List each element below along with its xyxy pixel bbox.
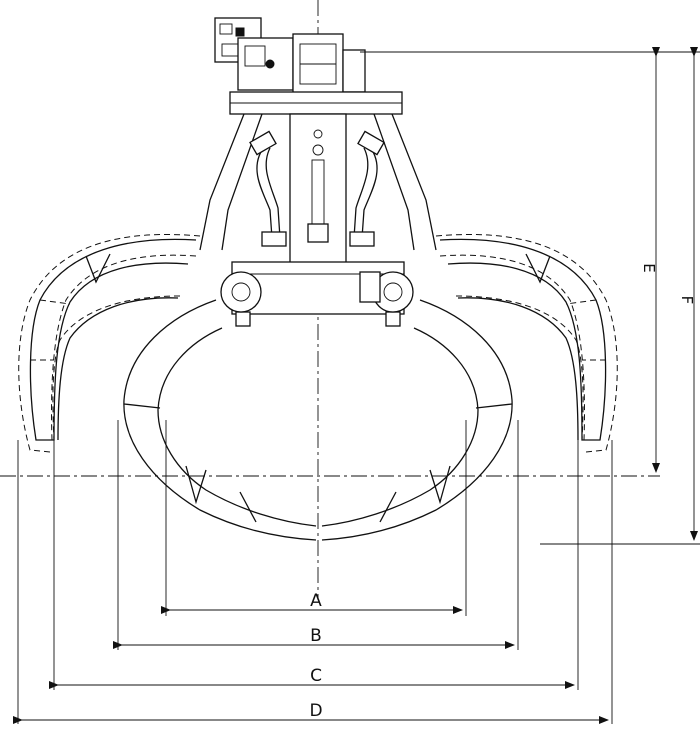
closed-tines [123, 299, 513, 541]
dim-label-f: F [678, 296, 696, 305]
dimension-lines [13, 47, 700, 724]
rotator-assembly [214, 17, 403, 115]
dim-label-c: C [310, 666, 322, 686]
dim-label-a: A [310, 591, 322, 611]
dim-label-b: B [310, 626, 322, 646]
dim-label-d: D [309, 701, 322, 721]
dim-label-e: E [640, 263, 658, 272]
open-tines [18, 234, 618, 453]
central-body [199, 113, 437, 327]
mid-tines [29, 238, 607, 441]
